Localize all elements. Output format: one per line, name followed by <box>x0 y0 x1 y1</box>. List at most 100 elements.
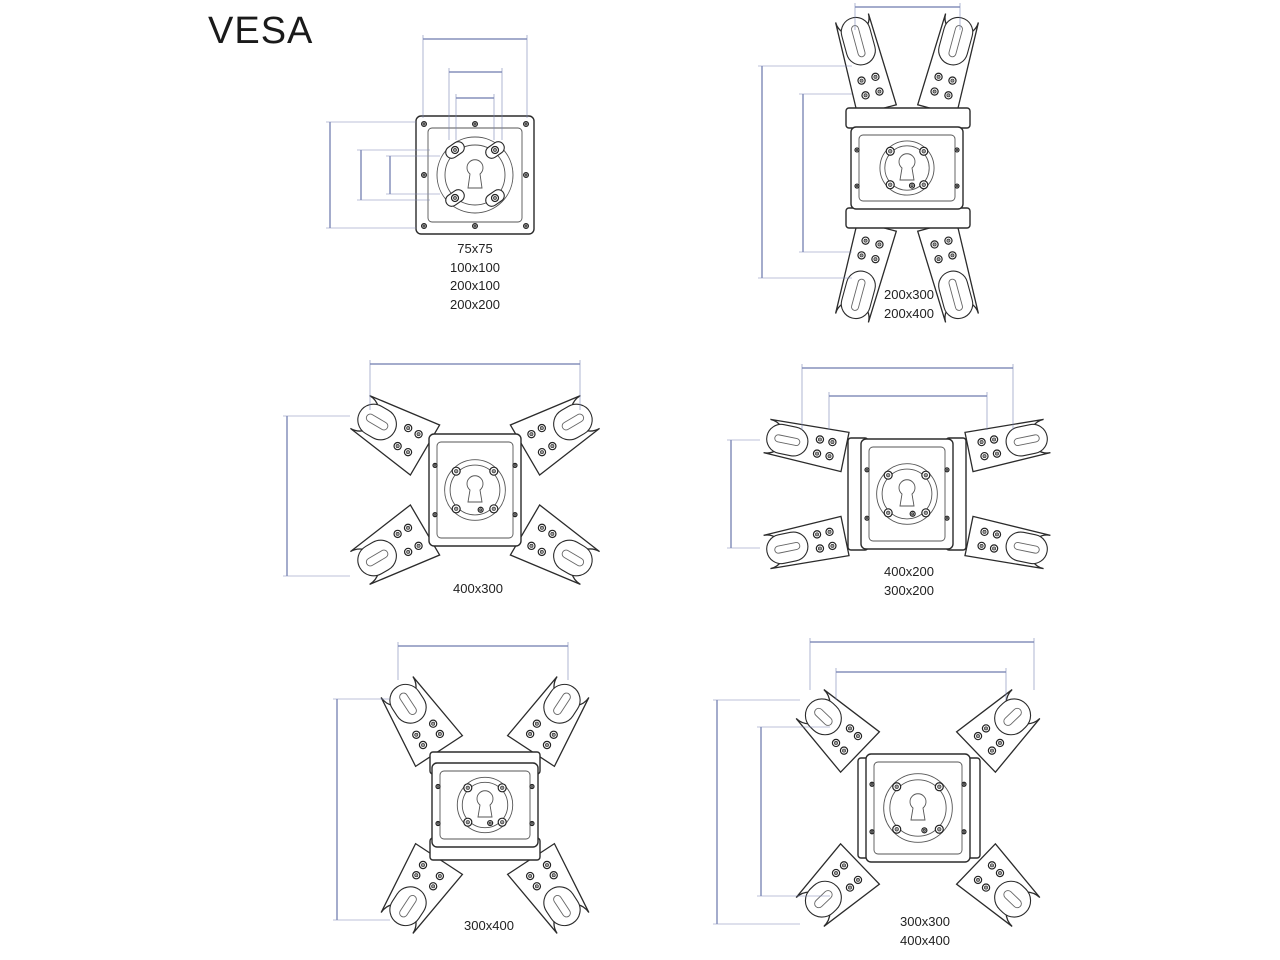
mount-hole-center <box>524 122 528 126</box>
mount-hole-center <box>955 148 959 152</box>
mount-hole-center <box>932 89 937 94</box>
mount-hole-center <box>894 784 899 789</box>
mount-hole-center <box>950 78 955 83</box>
center-plate-inner <box>858 134 956 202</box>
arm-slot-outer <box>766 531 809 565</box>
mount-hole-center <box>886 510 891 515</box>
mount-hole-center <box>488 821 492 825</box>
mount-hole-center <box>479 508 483 512</box>
mount-hole-center <box>848 726 852 731</box>
mount-hole-center <box>842 748 846 753</box>
mount-hole-center <box>990 863 994 868</box>
mount-hole-center <box>513 464 517 467</box>
arm-slot <box>1003 707 1022 726</box>
mount-hole-center <box>888 182 893 187</box>
mount-hole-center <box>937 784 942 789</box>
mount-hole-center <box>500 785 505 790</box>
mount-hole-center <box>945 468 949 471</box>
x-bracket-400x300-drawing <box>283 360 600 586</box>
x-bracket-300x400-drawing <box>333 642 590 934</box>
mount-hole-center <box>936 257 941 262</box>
caption-wide-bracket: 400x200 300x200 <box>864 563 954 600</box>
arm-slot-outer <box>357 539 397 577</box>
arm-slot <box>561 413 585 431</box>
size-label: 300x400 <box>464 918 514 933</box>
mount-hole-center <box>493 148 497 152</box>
mount-hole-center <box>421 863 425 867</box>
arm-slot-outer <box>1005 423 1048 457</box>
caption-tall-bracket: 200x300 200x400 <box>864 286 954 323</box>
mount-hole-center <box>436 785 440 788</box>
center-plate <box>850 126 964 210</box>
center-ring-inner <box>444 144 506 206</box>
mount-hole-center <box>465 785 470 790</box>
arm-slot-outer <box>389 683 427 724</box>
center-ring-inner <box>889 779 947 837</box>
mount-hole-center <box>433 513 437 516</box>
mount-hole-center <box>453 148 457 152</box>
mount-hole-center <box>998 871 1002 875</box>
mount-hole-center <box>454 469 459 474</box>
center-ring-inner <box>449 464 501 516</box>
mount-hole-center <box>859 253 864 258</box>
mount-hole-center <box>992 437 996 442</box>
caption-x-bracket-400x300: 400x300 <box>433 580 523 599</box>
mount-hole-center <box>830 440 835 444</box>
mount-hole-center <box>921 182 926 187</box>
center-plate-inner <box>439 770 531 840</box>
mount-hole-center <box>545 863 549 867</box>
keyhole <box>898 153 916 181</box>
mount-hole-center <box>395 444 400 449</box>
mount-hole-center <box>855 184 859 188</box>
mount-hole-center <box>976 734 980 739</box>
center-plate <box>865 753 971 863</box>
mount-hole-center <box>992 546 996 551</box>
mount-hole-center <box>818 437 822 442</box>
mount-hole-center <box>863 93 868 98</box>
arm-slot <box>948 278 963 311</box>
mount-hole-center <box>551 873 556 878</box>
arm-slot <box>814 707 833 726</box>
mount-hole-center <box>524 173 528 177</box>
mount-hole-center <box>936 74 941 79</box>
arm-slot <box>774 542 801 554</box>
center-plate-inner <box>873 761 963 855</box>
mount-hole-center <box>962 830 966 833</box>
mount-hole-center <box>539 550 544 554</box>
mount-hole-center <box>529 432 534 437</box>
mount-hole-center <box>855 148 859 152</box>
mount-hole-center <box>431 884 436 889</box>
mount-hole-center <box>859 78 864 83</box>
small-plate-drawing <box>326 35 535 235</box>
mount-hole-center <box>946 238 951 243</box>
mount-hole-center <box>856 734 860 739</box>
mount-hole-center <box>513 513 517 516</box>
mount-hole-center <box>842 863 846 868</box>
mount-hole-center <box>433 464 437 467</box>
mount-hole-center <box>500 820 505 825</box>
arm-slot-outer <box>840 270 876 320</box>
mount-hole-center <box>421 743 425 747</box>
mount-hole-center <box>534 884 539 889</box>
arm-slot <box>365 413 389 431</box>
center-plate <box>428 433 522 547</box>
arm-slot-outer <box>994 698 1032 736</box>
mount-hole-center <box>406 450 410 455</box>
arm-slot-outer <box>543 886 581 927</box>
tall-bracket-drawing <box>758 3 980 323</box>
mount-hole-center <box>863 238 868 243</box>
mount-hole-center <box>422 173 426 177</box>
mount-hole-center <box>540 525 544 530</box>
mount-hole-center <box>998 741 1002 745</box>
mount-hole-center <box>923 510 928 515</box>
arm-slot-outer <box>1005 531 1048 565</box>
mount-hole-center <box>528 732 533 736</box>
mount-hole-center <box>416 543 421 548</box>
mount-hole-center <box>911 512 915 516</box>
center-plate-inner <box>436 441 514 539</box>
mount-hole-center <box>945 516 949 520</box>
mount-hole-center <box>473 122 477 126</box>
mount-hole-center <box>995 451 999 456</box>
crossbar-bottom <box>845 207 971 229</box>
